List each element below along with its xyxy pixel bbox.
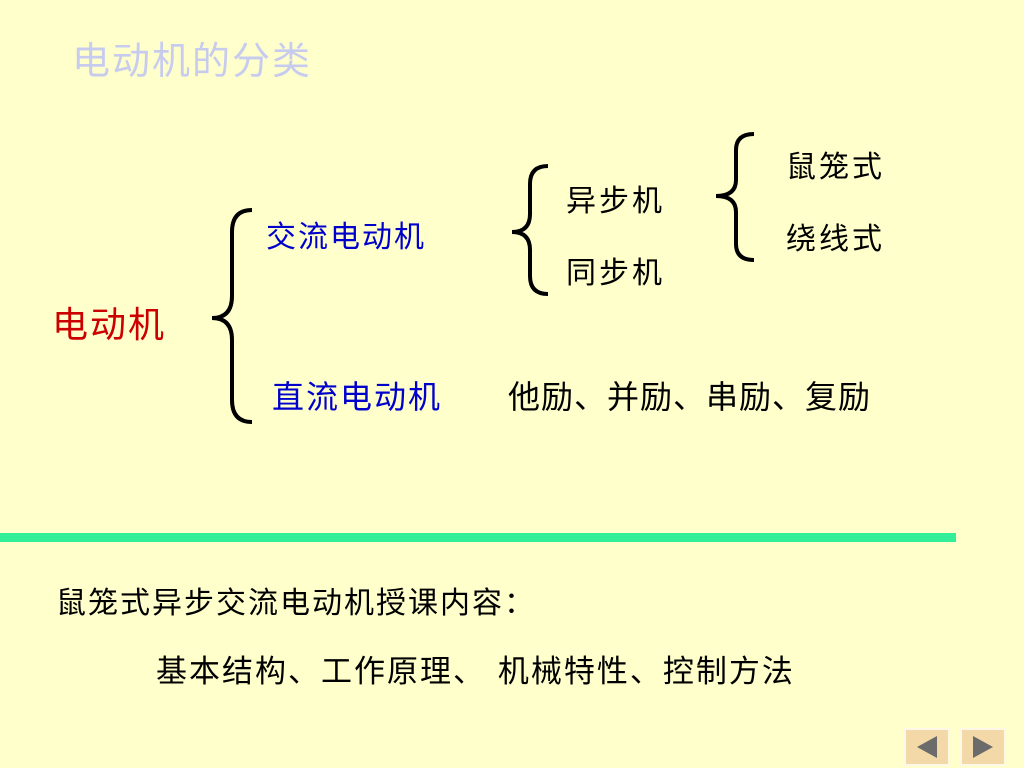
sync-motor-node: 同步机 — [566, 256, 665, 291]
async-brace — [715, 132, 755, 262]
squirrel-cage-node: 鼠笼式 — [786, 150, 885, 185]
dc-excitation-types: 他励、并励、串励、复励 — [508, 378, 872, 416]
root-node: 电动机 — [52, 305, 167, 346]
dc-motor-node: 直流电动机 — [272, 378, 443, 416]
wound-rotor-node: 绕线式 — [786, 222, 885, 257]
next-slide-button[interactable] — [960, 728, 1006, 766]
divider-line — [0, 533, 956, 542]
slide-title: 电动机的分类 — [72, 39, 313, 83]
course-subtitle: 鼠笼式异步交流电动机授课内容： — [56, 586, 536, 621]
root-brace — [211, 208, 253, 424]
course-topics: 基本结构、工作原理、 机械特性、控制方法 — [156, 654, 795, 690]
async-motor-node: 异步机 — [566, 184, 665, 219]
ac-brace — [511, 164, 549, 296]
prev-slide-button[interactable] — [904, 728, 950, 766]
ac-motor-node: 交流电动机 — [266, 220, 426, 255]
triangle-left-icon — [917, 736, 937, 758]
triangle-right-icon — [973, 736, 993, 758]
